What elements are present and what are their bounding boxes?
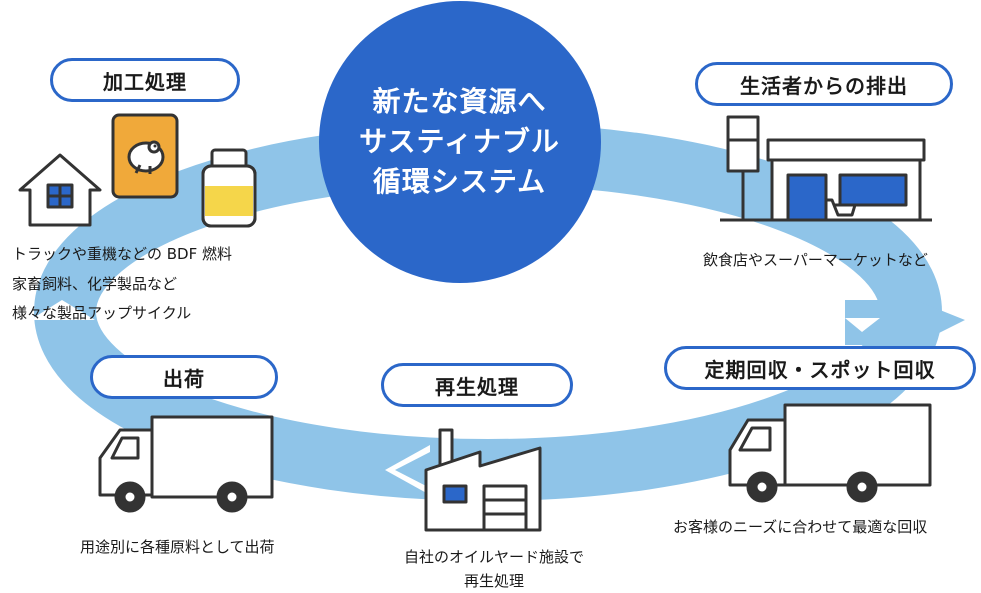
regeneration-caption-line2: 再生処理 xyxy=(463,572,524,590)
center-title-line2: サスティナブル xyxy=(359,124,560,158)
processing-caption-1: トラックや重機などの BDF 燃料 xyxy=(12,245,233,263)
stage-discharge-label: 生活者からの排出 xyxy=(695,62,953,106)
processing-caption-2: 家畜飼料、化学製品など xyxy=(12,275,178,293)
ring-arrow-bottom xyxy=(395,452,430,488)
ring-arrow-right-notch xyxy=(845,318,880,332)
stage-processing-label: 加工処理 xyxy=(50,58,240,102)
stage-shipping-label: 出荷 xyxy=(90,355,278,399)
center-title-line3: 循環システム xyxy=(372,164,547,198)
stage-regeneration-label: 再生処理 xyxy=(381,363,573,407)
regeneration-caption-line1: 自社のオイルヤード施設で xyxy=(403,548,584,566)
processing-caption-3: 様々な製品アップサイクル xyxy=(12,304,192,322)
ring-arrow-left-notch xyxy=(30,300,95,320)
discharge-caption: 飲食店やスーパーマーケットなど xyxy=(703,251,928,269)
center-title: 新たな資源へ サスティナブル 循環システム xyxy=(318,0,601,283)
collection-caption: お客様のニーズに合わせて最適な回収 xyxy=(673,518,928,536)
center-title-line1: 新たな資源へ xyxy=(372,84,547,118)
ring-arrow-right xyxy=(845,300,965,345)
stage-collection-label: 定期回収・スポット回収 xyxy=(664,346,976,390)
regeneration-caption: 自社のオイルヤード施設で 再生処理 xyxy=(382,545,606,593)
shipping-caption: 用途別に各種原料として出荷 xyxy=(80,538,275,556)
center-circle-shape xyxy=(319,1,601,283)
